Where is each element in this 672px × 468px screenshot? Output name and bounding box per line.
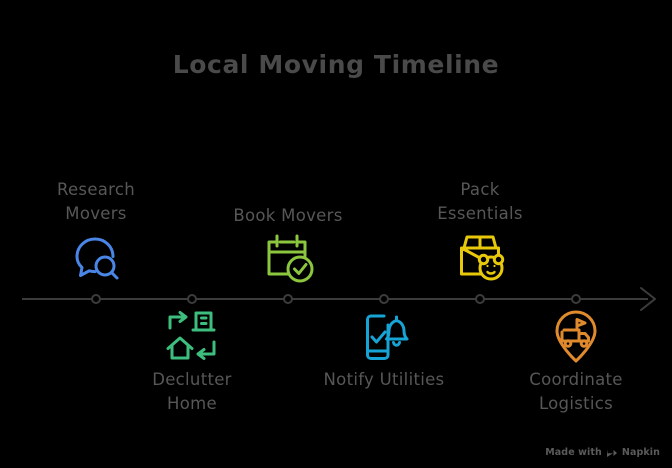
box-teddy-bear-icon <box>460 235 505 281</box>
axis-node[interactable] <box>475 294 485 304</box>
axis-nodes <box>91 294 581 304</box>
axis-node[interactable] <box>571 294 581 304</box>
milestone-label: Book Movers <box>233 206 343 225</box>
timeline-axis <box>22 287 656 311</box>
napkin-logo-icon <box>606 448 617 457</box>
milestone-label: Pack Essentials <box>437 180 523 223</box>
map-pin-truck-icon <box>555 310 597 363</box>
speech-bubble-search-icon <box>75 237 119 280</box>
axis-node[interactable] <box>379 294 389 304</box>
axis-node[interactable] <box>187 294 197 304</box>
milestone-notify-utilities[interactable]: Notify Utilities <box>309 308 459 392</box>
watermark-made-with-text: Made with <box>545 447 602 458</box>
declutter-exchange-icon <box>166 311 216 360</box>
napkin-watermark: Made with Napkin <box>545 447 660 458</box>
page-title: Local Moving Timeline <box>172 50 500 79</box>
axis-node[interactable] <box>283 294 293 304</box>
milestone-research-movers[interactable]: Research Movers <box>21 178 171 286</box>
milestone-coordinate-logistics[interactable]: Coordinate Logistics <box>501 308 651 416</box>
milestone-pack-essentials[interactable]: Pack Essentials <box>405 178 555 286</box>
calendar-check-icon <box>267 234 314 283</box>
milestone-label: Declutter Home <box>152 370 232 413</box>
milestone-label: Coordinate Logistics <box>529 370 623 413</box>
axis-node[interactable] <box>91 294 101 304</box>
axis-arrow-icon <box>640 287 656 311</box>
phone-bell-check-icon <box>366 314 409 360</box>
watermark-brand-text: Napkin <box>621 447 660 458</box>
milestone-label: Notify Utilities <box>323 370 445 389</box>
milestone-declutter-home[interactable]: Declutter Home <box>117 308 267 416</box>
milestone-book-movers[interactable]: Book Movers <box>213 204 363 288</box>
milestone-label: Research Movers <box>56 180 136 223</box>
